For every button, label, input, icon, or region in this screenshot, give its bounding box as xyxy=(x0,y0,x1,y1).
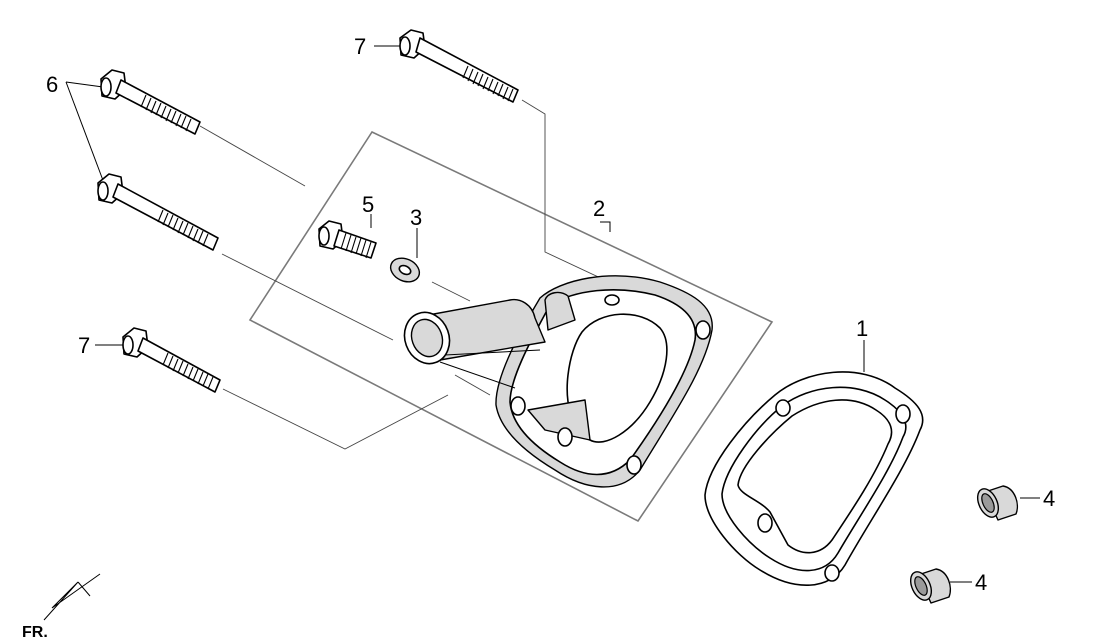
bolt-7-lower xyxy=(122,327,221,393)
dowel-pin-4-upper xyxy=(976,485,1019,521)
callout-5: 5 xyxy=(362,192,374,217)
plug-bolt-5 xyxy=(318,220,377,259)
assembly-group-frame xyxy=(248,130,774,523)
callout-6: 6 xyxy=(46,72,58,97)
washer-3 xyxy=(389,257,421,283)
front-direction-label: FR. xyxy=(22,624,48,639)
bolt-7-top xyxy=(399,29,519,103)
gasket-1 xyxy=(704,371,924,587)
bolt-6-lower xyxy=(97,173,219,251)
front-direction-marker: FR. xyxy=(22,573,101,639)
bolt-6-upper xyxy=(100,69,201,135)
dowel-pin-4-lower xyxy=(909,568,952,604)
water-pump-cover-2 xyxy=(403,275,713,488)
callout-1: 1 xyxy=(856,316,868,341)
callout-7-lower: 7 xyxy=(78,333,90,358)
callout-7-top: 7 xyxy=(354,34,366,59)
callout-2: 2 xyxy=(593,196,605,221)
callout-4-upper: 4 xyxy=(1043,486,1055,511)
callout-4-lower: 4 xyxy=(975,570,987,595)
callout-3: 3 xyxy=(410,205,422,230)
